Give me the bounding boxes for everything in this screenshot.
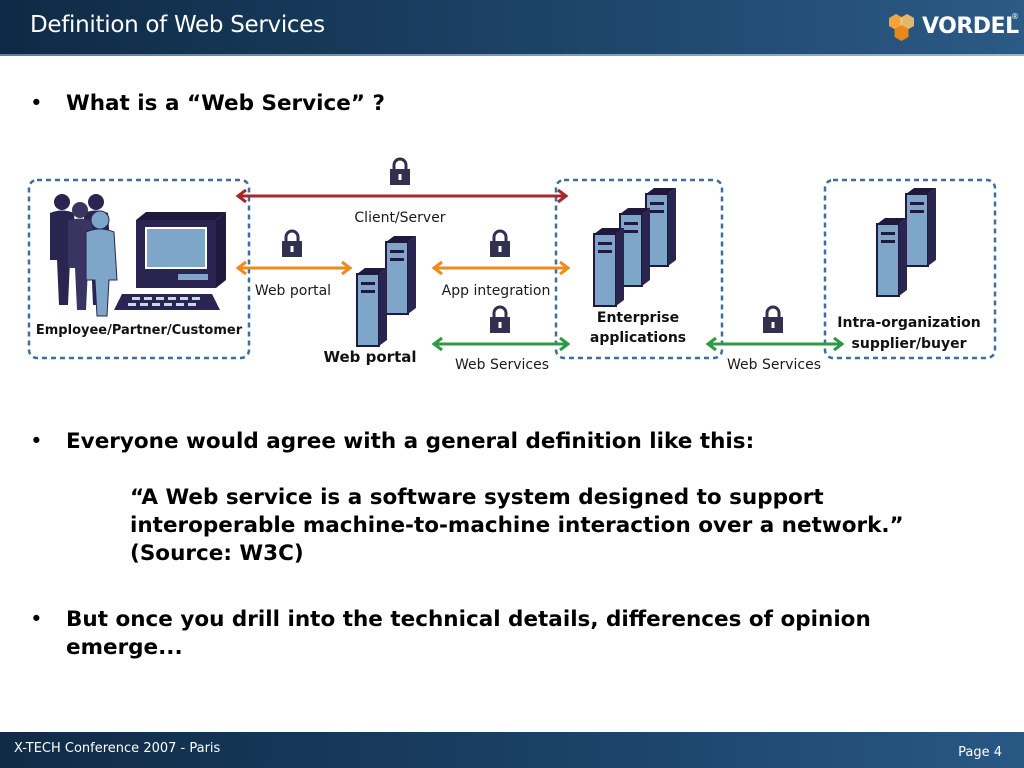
web-services-arrow-2 <box>705 336 845 352</box>
web-portal-servers-icon <box>356 235 417 347</box>
page-number: Page 4 <box>958 745 1002 760</box>
people-icon <box>50 194 118 317</box>
web-services-diagram: Client/Server Web portal App integration… <box>0 150 1024 380</box>
slide-title: Definition of Web Services <box>30 12 325 38</box>
w3c-quote: “A Web service is a software system desi… <box>130 484 990 568</box>
lock-icon <box>488 305 512 335</box>
web-services-label: Web Services <box>727 357 821 373</box>
intra-org-label: Intra-organization <box>837 315 980 331</box>
client-server-arrow <box>235 188 569 204</box>
bullet-text: What is a “Web Service” ? <box>66 91 385 116</box>
lock-icon <box>280 229 304 259</box>
intra-org-servers-icon <box>876 187 937 297</box>
bullet-text-line: emerge... <box>66 635 183 660</box>
bullet-text: Everyone would agree with a general defi… <box>66 429 755 454</box>
client-server-label: Client/Server <box>354 210 445 226</box>
lock-icon <box>388 157 412 187</box>
enterprise-servers-icon <box>593 187 677 307</box>
lock-icon <box>761 305 785 335</box>
app-integration-label: App integration <box>442 283 551 299</box>
applications-label: applications <box>590 330 686 346</box>
enterprise-label: Enterprise <box>597 310 679 326</box>
web-portal-link-label: Web portal <box>255 283 331 299</box>
web-portal-label: Web portal <box>323 348 416 366</box>
computer-icon <box>114 212 226 310</box>
intra-org-box <box>823 178 997 360</box>
registered-mark: ® <box>1011 12 1019 21</box>
bullet-text-line: But once you drill into the technical de… <box>66 607 871 632</box>
web-portal-arrow <box>235 260 353 276</box>
bullet-symbol: • <box>30 91 43 116</box>
app-integration-arrow <box>431 260 571 276</box>
hexagon-logo-icon <box>889 14 914 41</box>
lock-icon <box>488 229 512 259</box>
web-services-arrow-1 <box>431 336 571 352</box>
bullet-symbol: • <box>30 429 43 454</box>
quote-line: “A Web service is a software system desi… <box>130 485 824 510</box>
title-bar: Definition of Web Services VORDEL ® <box>0 0 1024 56</box>
logo-text: VORDEL <box>922 14 1019 39</box>
employee-label: Employee/Partner/Customer <box>36 323 243 338</box>
footer-bar: X-TECH Conference 2007 - Paris Page 4 <box>0 732 1024 768</box>
supplier-buyer-label: supplier/buyer <box>852 336 967 352</box>
quote-source: (Source: W3C) <box>130 541 304 566</box>
quote-line: interoperable machine-to-machine interac… <box>130 513 904 538</box>
vordel-logo: VORDEL ® <box>886 12 1019 44</box>
web-services-label: Web Services <box>455 357 549 373</box>
conference-label: X-TECH Conference 2007 - Paris <box>14 741 221 756</box>
bullet-symbol: • <box>30 607 43 632</box>
